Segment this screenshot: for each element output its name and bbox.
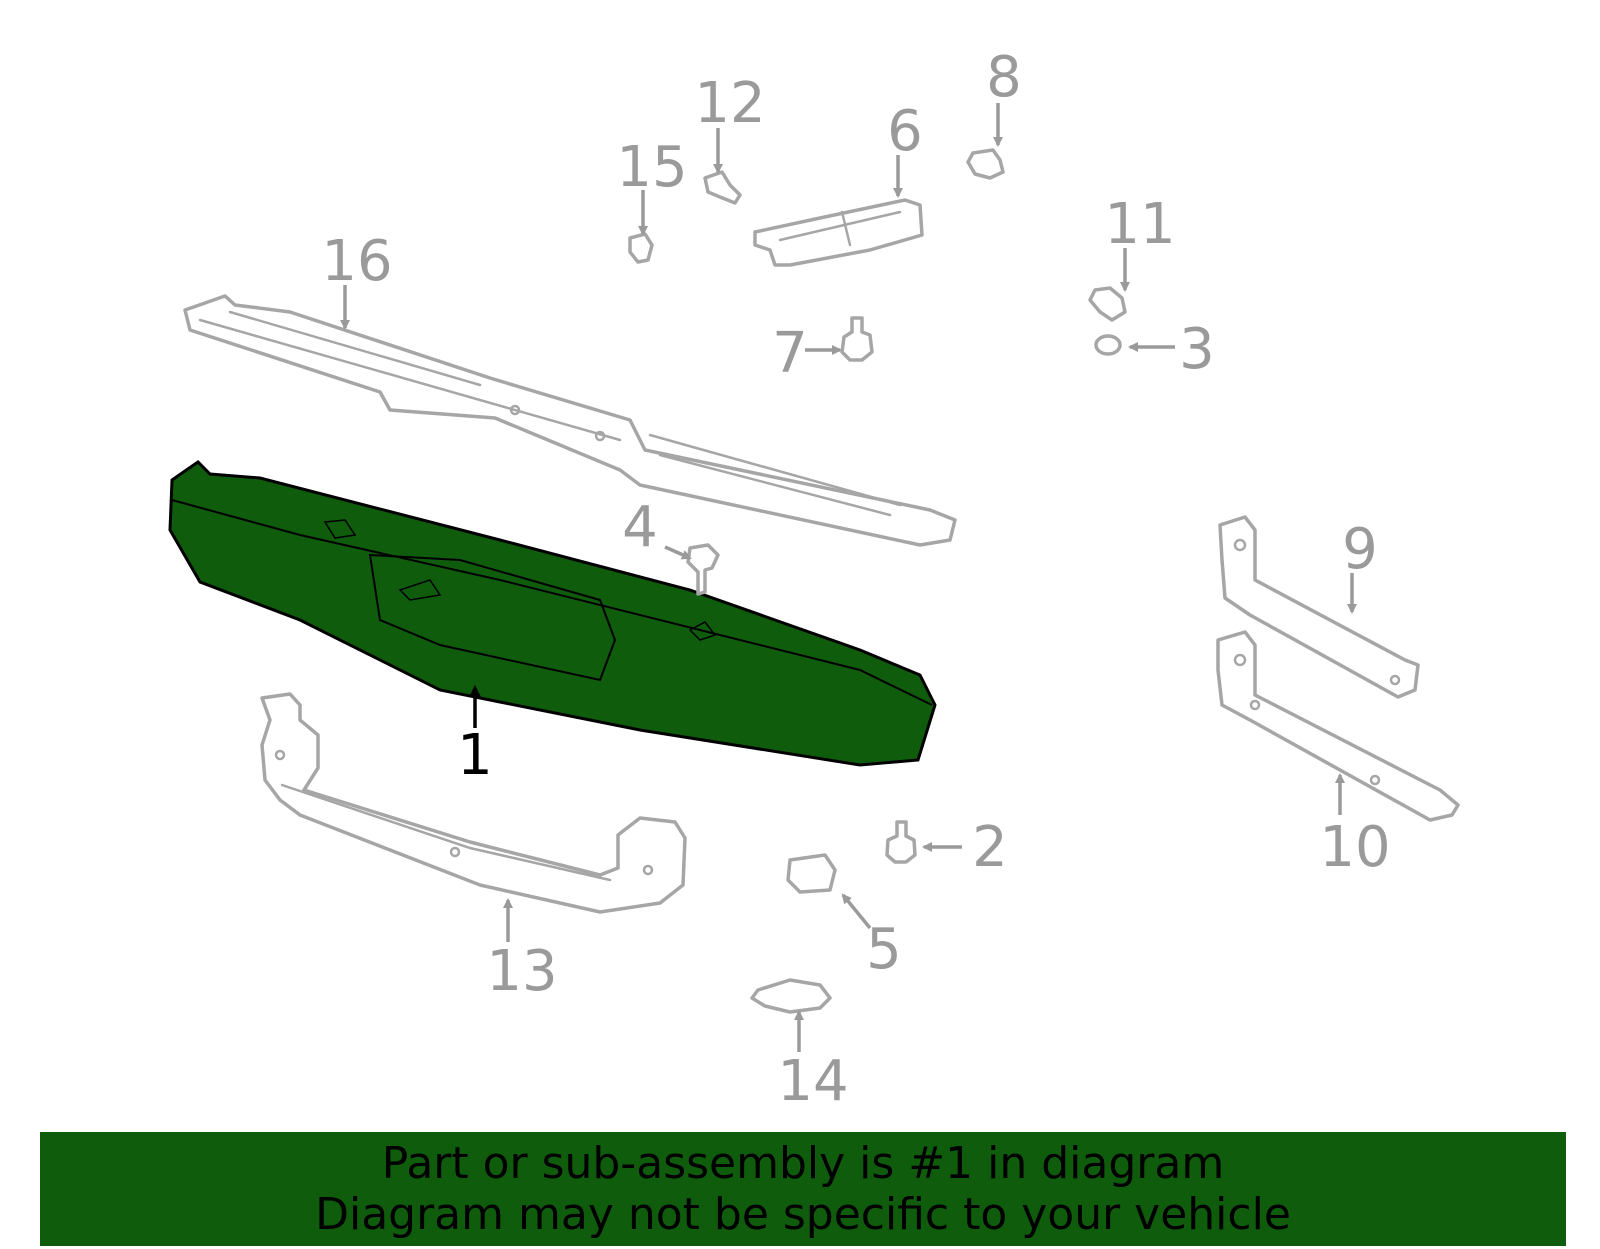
bolt-part-11 xyxy=(1088,286,1127,322)
callout-4-leader xyxy=(664,545,692,560)
callout-13: 13 xyxy=(486,939,557,1004)
mounting-bracket-part-6 xyxy=(753,198,924,267)
callout-5-leader xyxy=(841,893,872,930)
callout-6: 6 xyxy=(887,99,923,164)
callout-9: 9 xyxy=(1342,517,1378,582)
clip-part-15 xyxy=(628,232,654,264)
callout-16: 16 xyxy=(321,229,392,294)
banner-line-2: Diagram may not be specific to your vehi… xyxy=(315,1189,1291,1240)
callout-2: 2 xyxy=(972,815,1008,880)
bolt-part-4 xyxy=(686,543,720,596)
bracket-part-10 xyxy=(1216,630,1460,822)
nut-part-3 xyxy=(1094,334,1122,356)
callout-14: 14 xyxy=(777,1049,848,1114)
banner-line-1: Part or sub-assembly is #1 in diagram xyxy=(381,1138,1225,1189)
rear-bumper-part-1 xyxy=(168,460,937,767)
clip-part-5 xyxy=(786,853,837,894)
clip-part-12 xyxy=(703,170,742,205)
fastener-part-8 xyxy=(966,148,1005,180)
connector-part-14 xyxy=(750,978,832,1014)
callout-1: 1 xyxy=(457,723,493,788)
bolt-part-7 xyxy=(840,316,874,362)
callout-15: 15 xyxy=(616,135,687,200)
callout-8: 8 xyxy=(986,45,1022,110)
callout-12: 12 xyxy=(694,71,765,136)
bumper-body xyxy=(168,460,937,767)
info-banner: Part or sub-assembly is #1 in diagram Di… xyxy=(40,1132,1566,1246)
callout-5: 5 xyxy=(866,917,902,982)
callout-11: 11 xyxy=(1104,192,1175,257)
callout-7: 7 xyxy=(772,321,808,386)
callout-3: 3 xyxy=(1179,317,1215,382)
callout-10: 10 xyxy=(1319,815,1390,880)
lower-bracket-part-13 xyxy=(260,692,687,914)
callout-4: 4 xyxy=(622,495,658,560)
bolt-part-2 xyxy=(885,820,917,864)
step-pad-part-16 xyxy=(183,294,957,547)
bracket-part-9 xyxy=(1218,515,1420,699)
